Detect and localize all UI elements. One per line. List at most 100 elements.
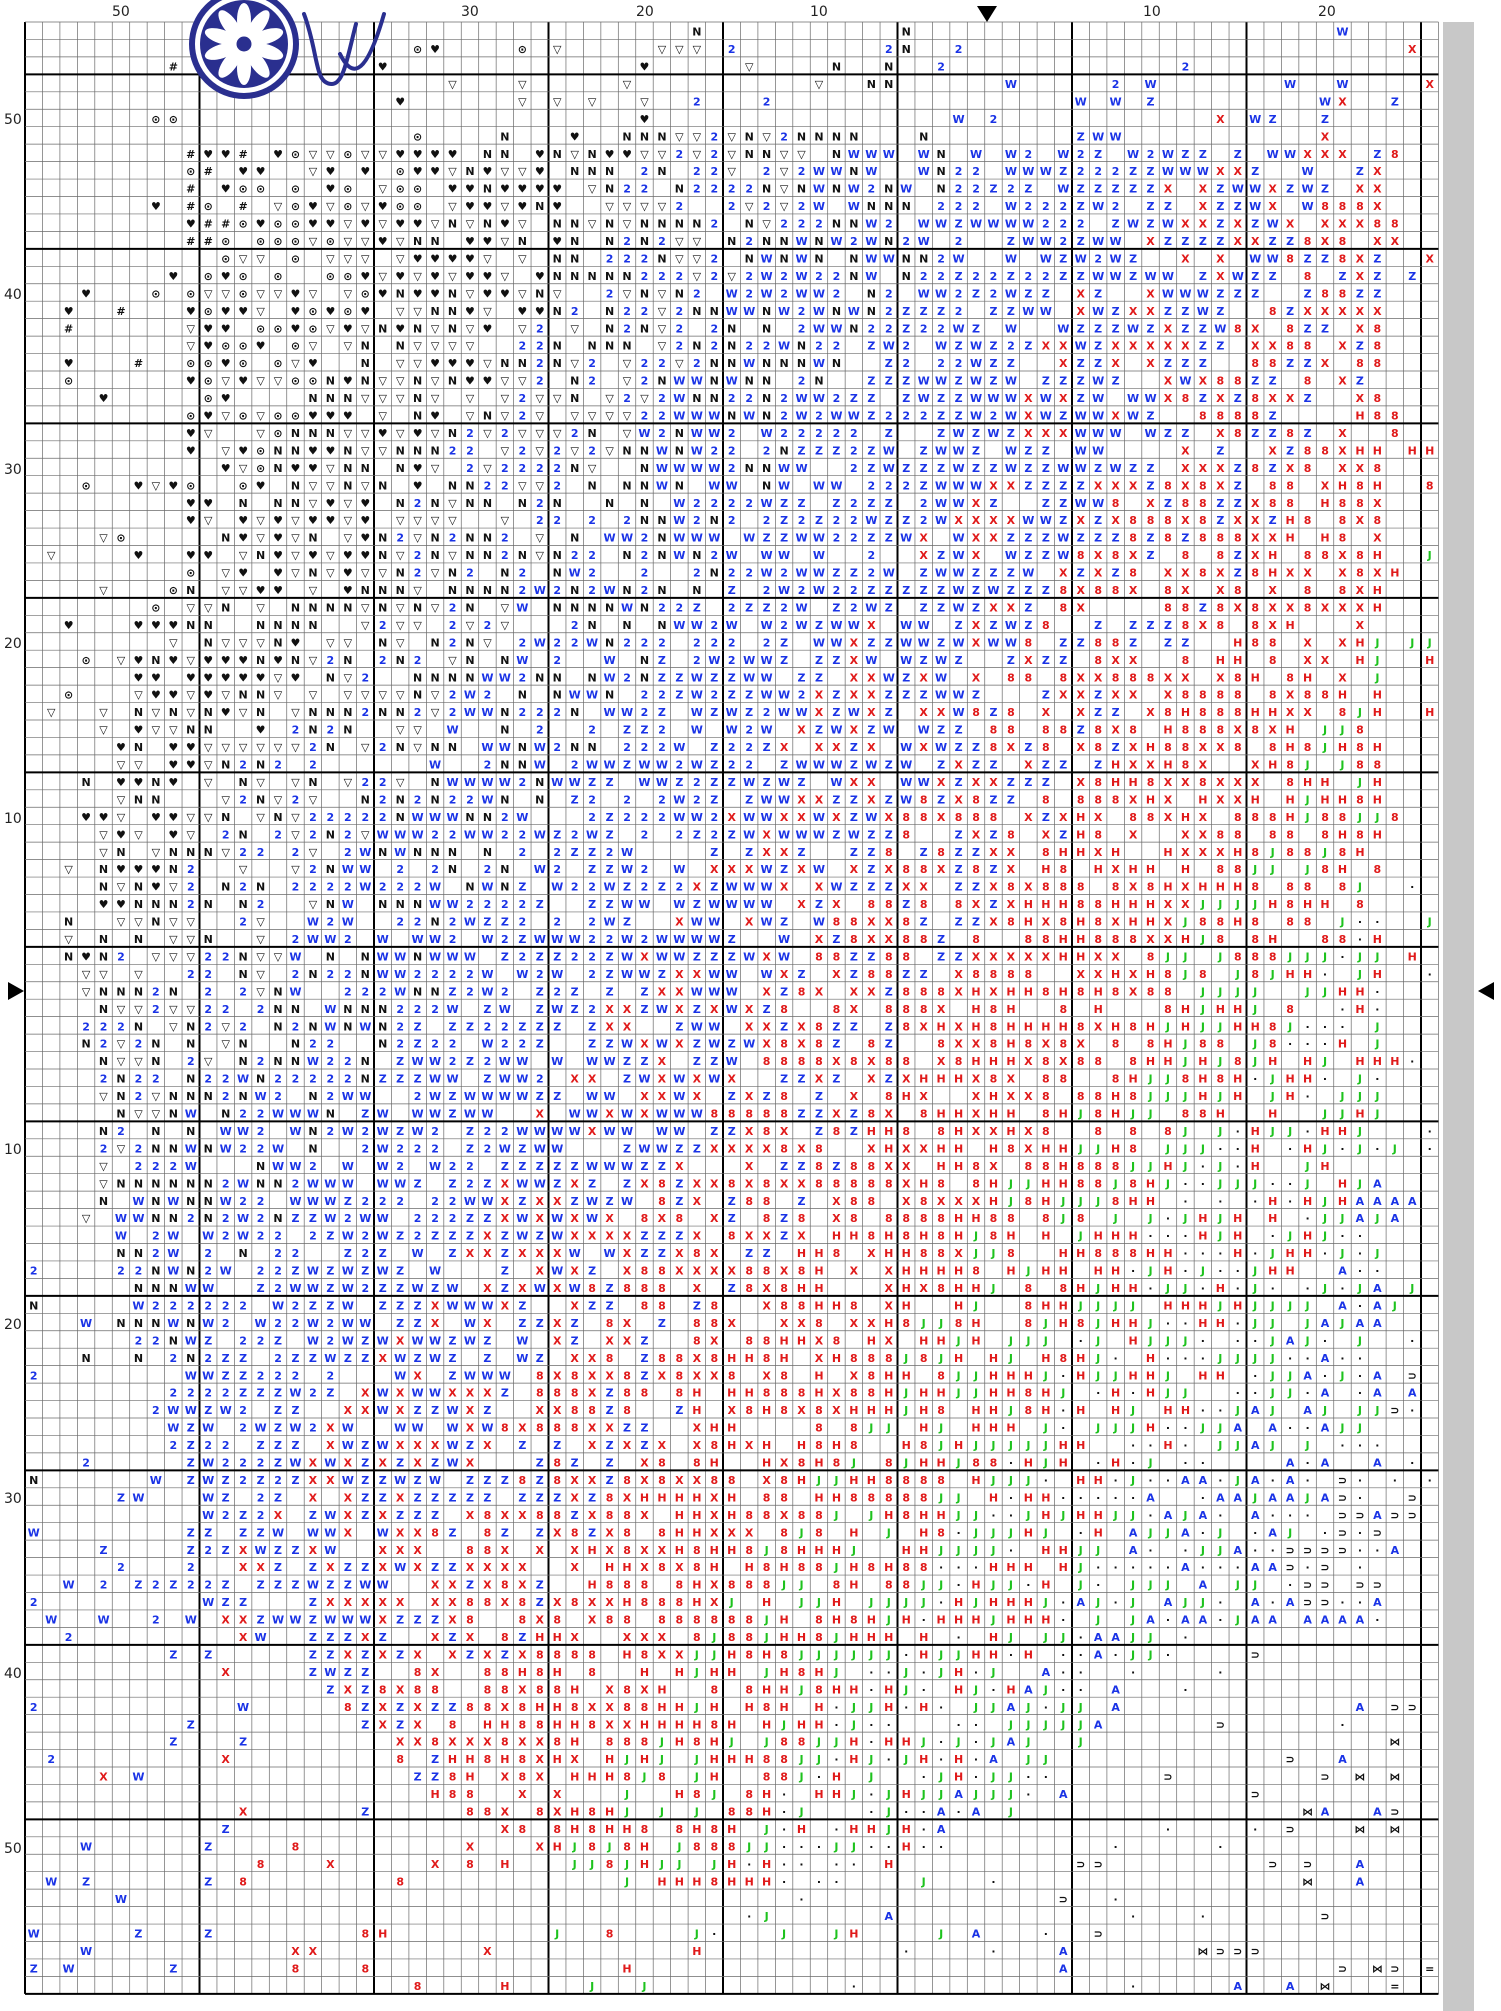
stitch-symbol: H: [1408, 444, 1417, 457]
stitch-symbol: W: [1302, 165, 1314, 178]
stitch-symbol: 2: [798, 200, 806, 213]
stitch-symbol: 8: [1129, 1020, 1137, 1033]
stitch-symbol: 8: [1356, 567, 1364, 580]
stitch-symbol: N: [640, 479, 649, 492]
stitch-symbol: N: [797, 130, 806, 143]
stitch-symbol: ♥: [203, 549, 213, 562]
stitch-symbol: W: [918, 218, 930, 231]
stitch-symbol: N: [605, 689, 614, 702]
stitch-symbol: W: [167, 1265, 179, 1278]
stitch-symbol: 8: [1234, 811, 1242, 824]
stitch-symbol: Z: [606, 828, 614, 841]
stitch-symbol: X: [937, 1055, 946, 1068]
stitch-symbol: ▽: [309, 846, 318, 859]
stitch-symbol: A: [1181, 1561, 1190, 1574]
stitch-symbol: 2: [361, 1230, 369, 1243]
stitch-symbol: ·: [1253, 1195, 1257, 1208]
stitch-symbol: 8: [833, 1125, 841, 1138]
stitch-symbol: W: [481, 1299, 493, 1312]
stitch-symbol: 8: [1199, 689, 1207, 702]
stitch-symbol: X: [972, 776, 981, 789]
stitch-symbol: ·: [1218, 1247, 1222, 1260]
stitch-symbol: ·: [1166, 1352, 1170, 1365]
stitch-symbol: X: [1181, 340, 1190, 353]
stitch-symbol: 8: [1391, 218, 1399, 231]
stitch-symbol: X: [448, 1387, 457, 1400]
stitch-symbol: N: [186, 1038, 195, 1051]
stitch-symbol: 8: [867, 1038, 875, 1051]
stitch-symbol: Z: [1007, 427, 1015, 440]
stitch-symbol: J: [1043, 1334, 1048, 1347]
stitch-symbol: Z: [1356, 375, 1364, 388]
stitch-symbol: Z: [257, 1526, 265, 1539]
stitch-symbol: N: [902, 26, 911, 39]
stitch-symbol: X: [483, 1230, 492, 1243]
stitch-symbol: 2: [763, 444, 771, 457]
stitch-symbol: ·: [1323, 1526, 1327, 1539]
stitch-symbol: ♥: [273, 148, 283, 161]
stitch-symbol: 8: [1182, 724, 1190, 737]
stitch-symbol: X: [850, 1265, 859, 1278]
stitch-symbol: 2: [780, 567, 788, 580]
stitch-symbol: 2: [658, 689, 666, 702]
stitch-symbol: W: [708, 532, 720, 545]
stitch-symbol: N: [430, 741, 439, 754]
stitch-symbol: X: [885, 1334, 894, 1347]
stitch-symbol: 2: [676, 200, 684, 213]
stitch-symbol: J: [1182, 1212, 1187, 1225]
stitch-symbol: Z: [623, 1422, 631, 1435]
stitch-symbol: ▽: [501, 375, 510, 388]
stitch-symbol: Z: [501, 1387, 509, 1400]
stitch-symbol: 2: [414, 1142, 422, 1155]
stitch-symbol: H: [1041, 863, 1050, 876]
stitch-symbol: W: [132, 1195, 144, 1208]
stitch-symbol: ▽: [204, 741, 213, 754]
stitch-symbol: 2: [728, 497, 736, 510]
stitch-symbol: Z: [937, 601, 945, 614]
stitch-symbol: Z: [1094, 706, 1102, 719]
stitch-symbol: Z: [780, 636, 788, 649]
stitch-symbol: N: [378, 1038, 387, 1051]
stitch-symbol: X: [1007, 1073, 1016, 1086]
stitch-symbol: ▽: [588, 183, 597, 196]
stitch-symbol: Z: [693, 1055, 701, 1068]
stitch-symbol: W: [743, 898, 755, 911]
stitch-symbol: 8: [867, 1230, 875, 1243]
stitch-symbol: J: [1182, 968, 1187, 981]
stitch-symbol: Z: [1094, 689, 1102, 702]
stitch-symbol: ⊙: [151, 601, 160, 614]
stitch-symbol: Z: [1147, 410, 1155, 423]
stitch-symbol: N: [186, 1352, 195, 1365]
stitch-symbol: Z: [710, 881, 718, 894]
stitch-symbol: X: [553, 1195, 562, 1208]
stitch-symbol: A: [1234, 1544, 1243, 1557]
stitch-symbol: 2: [710, 183, 718, 196]
stitch-symbol: H: [1076, 1247, 1085, 1260]
stitch-symbol: 8: [1339, 532, 1347, 545]
stitch-symbol: 2: [833, 270, 841, 283]
stitch-symbol: Z: [640, 724, 648, 737]
stitch-symbol: H: [1233, 1073, 1242, 1086]
stitch-symbol: J: [1339, 916, 1344, 929]
stitch-symbol: H: [954, 1142, 963, 1155]
stitch-symbol: W: [115, 1230, 127, 1243]
stitch-symbol: 2: [902, 340, 910, 353]
stitch-symbol: 2: [501, 985, 509, 998]
stitch-symbol: ▽: [378, 270, 387, 283]
stitch-symbol: 8: [990, 1073, 998, 1086]
stitch-symbol: ·: [974, 1561, 978, 1574]
stitch-symbol: 2: [30, 1265, 38, 1278]
stitch-symbol: 8: [1199, 1038, 1207, 1051]
stitch-symbol: ♥: [256, 218, 266, 231]
stitch-symbol: N: [570, 462, 579, 475]
stitch-symbol: Z: [536, 1003, 544, 1016]
stitch-symbol: ⊙: [256, 183, 265, 196]
stitch-symbol: 8: [1251, 462, 1259, 475]
stitch-symbol: H: [814, 1299, 823, 1312]
stitch-symbol: ♥: [151, 619, 161, 632]
stitch-symbol: N: [378, 636, 387, 649]
stitch-symbol: A: [1181, 1474, 1190, 1487]
stitch-symbol: X: [396, 1387, 405, 1400]
stitch-symbol: N: [239, 689, 248, 702]
stitch-symbol: Z: [710, 759, 718, 772]
